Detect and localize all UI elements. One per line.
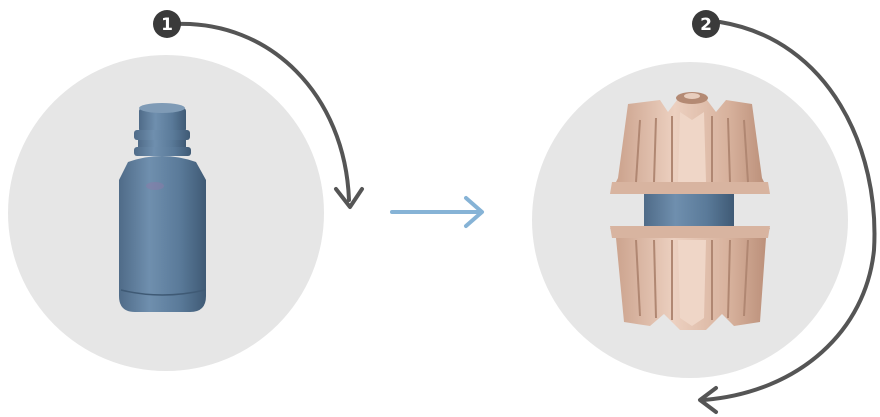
step-1-number: 1	[161, 15, 173, 35]
step-2-badge: 2	[692, 10, 720, 38]
step-1-badge: 1	[153, 10, 181, 38]
transition-arrow	[392, 198, 482, 226]
step-2-number: 2	[700, 15, 712, 35]
